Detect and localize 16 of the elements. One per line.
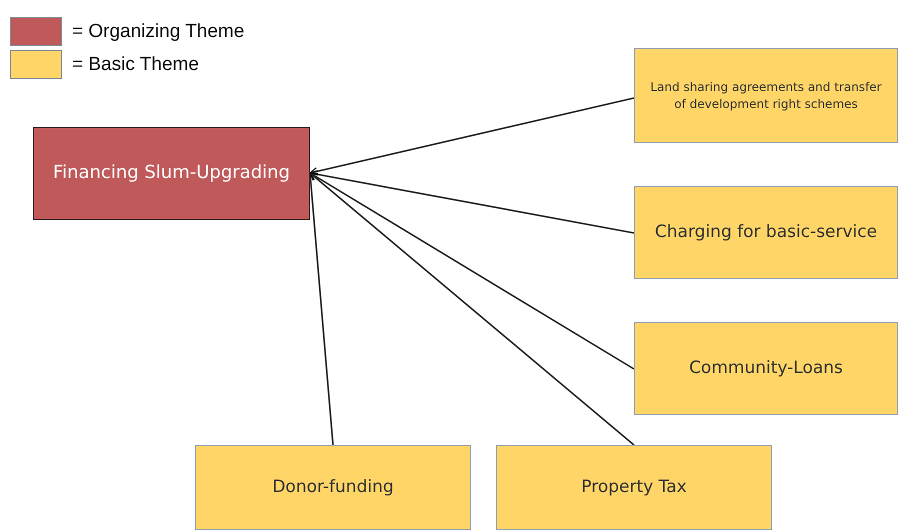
- subtheme-box: [634, 186, 898, 279]
- box-label: Land sharing agreements and transfer of development right schemes: [649, 79, 883, 112]
- subtheme-box: [634, 322, 898, 415]
- connector-arrow: [309, 172, 635, 446]
- legend-label: = Organizing Theme: [72, 20, 244, 42]
- subtheme-box: [195, 445, 471, 530]
- connector-arrow: [309, 170, 634, 234]
- theme-box: [33, 127, 310, 220]
- box-label: Property Tax: [581, 476, 687, 499]
- box-label: Charging for basic-service: [654, 221, 878, 244]
- subtheme-box: [496, 445, 772, 530]
- legend-label: = Basic Theme: [72, 54, 199, 76]
- subtheme-box: [634, 48, 898, 143]
- box-label: Donor-funding: [272, 476, 394, 499]
- box-label: Financing Slum-Upgrading: [53, 161, 290, 186]
- box-label: Community-Loans: [689, 357, 843, 380]
